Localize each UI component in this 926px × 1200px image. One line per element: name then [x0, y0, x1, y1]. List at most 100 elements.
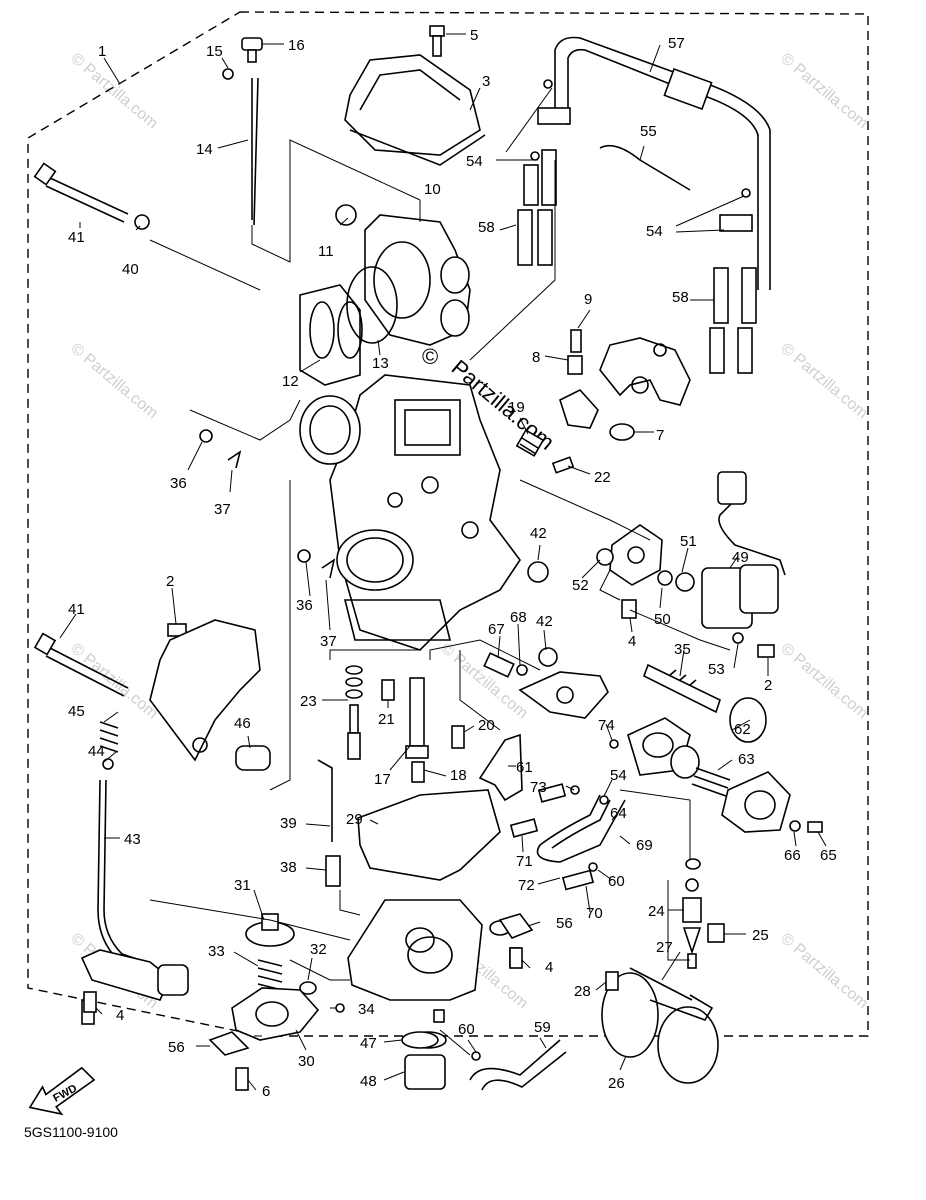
part-pin-37a: [227, 450, 242, 469]
part-float-gasket: [357, 789, 501, 881]
callout-21: 21: [378, 711, 395, 728]
watermark: © Partzilla.com: [437, 640, 531, 722]
callout-11: 11: [318, 243, 334, 260]
callout-10: 10: [424, 181, 441, 198]
callout-64: 64: [610, 805, 627, 822]
callout-29: 29: [346, 811, 363, 828]
part-gasket-56: [498, 913, 534, 939]
callout-74: 74: [598, 717, 615, 734]
callout-37: 37: [320, 633, 337, 650]
callout-27: 27: [656, 939, 673, 956]
callout-30: 30: [298, 1053, 315, 1070]
callout-58: 58: [478, 219, 495, 236]
part-bracket: [559, 329, 691, 441]
part-drain-hose-b: [481, 1051, 567, 1091]
callout-42: 42: [536, 613, 553, 630]
part-diaphragm-cover: [609, 717, 823, 833]
callout-17: 17: [374, 771, 391, 788]
callout-9: 9: [584, 291, 592, 308]
callout-36: 36: [296, 597, 313, 614]
callout-40: 40: [122, 261, 139, 278]
callout-61: 61: [516, 759, 533, 776]
callout-56: 56: [168, 1039, 185, 1056]
part-screw-38: [325, 855, 341, 887]
part-screw-2-right: [757, 644, 775, 658]
part-throttle-sensor: [657, 471, 786, 629]
callout-41: 41: [68, 229, 85, 246]
part-washer-53: [732, 632, 744, 644]
callout-28: 28: [574, 983, 591, 1000]
callout-60: 60: [608, 873, 625, 890]
callout-66: 66: [784, 847, 801, 864]
callout-59: 59: [534, 1019, 551, 1036]
part-carb-body: [299, 374, 521, 651]
callout-35: 35: [674, 641, 691, 658]
callout-24: 24: [648, 903, 665, 920]
watermark: © Partzilla.com: [777, 50, 871, 132]
part-screw-4b: [509, 947, 523, 969]
part-washer-36b: [297, 549, 311, 563]
diagram-code: 5GS1100-9100: [24, 1124, 118, 1140]
callout-1: 1: [98, 43, 106, 60]
callout-26: 26: [608, 1075, 625, 1092]
part-accelerator-pump: [208, 913, 345, 1091]
callout-43: 43: [124, 831, 141, 848]
leader-lines: [59, 33, 827, 1091]
part-plunger-35: [643, 663, 767, 743]
assembly-links: [149, 139, 731, 1056]
callout-53: 53: [708, 661, 725, 678]
callout-67: 67: [488, 621, 505, 638]
callout-48: 48: [360, 1073, 377, 1090]
callout-numbers: 1 2 2 3 4 4 4 4 5 6 7 8 9 10 11 12 13 14…: [68, 27, 837, 1100]
part-hose-cluster: [478, 733, 626, 891]
callout-62: 62: [734, 721, 751, 738]
callout-22: 22: [594, 469, 611, 486]
callout-68: 68: [510, 609, 527, 626]
center-copyright: ©: [422, 344, 438, 369]
callout-69: 69: [636, 837, 653, 854]
callout-55: 55: [640, 123, 657, 140]
callout-60: 60: [458, 1021, 475, 1038]
callout-42: 42: [530, 525, 547, 542]
part-pilot-jets: [682, 858, 725, 969]
part-throttle-cable: [80, 721, 189, 1025]
part-lever: [483, 652, 609, 719]
callout-57: 57: [668, 35, 685, 52]
callout-2: 2: [764, 677, 772, 694]
part-nut-42b: [538, 647, 558, 667]
callout-54: 54: [610, 767, 627, 784]
part-screw-5: [429, 25, 445, 57]
part-vent-hose: [554, 36, 771, 290]
callout-47: 47: [360, 1035, 377, 1052]
callout-51: 51: [680, 533, 697, 550]
callout-5: 5: [470, 27, 478, 44]
callout-33: 33: [208, 943, 225, 960]
part-main-jets: [345, 665, 465, 783]
part-upper-body: [299, 204, 471, 386]
callout-56: 56: [556, 915, 573, 932]
watermark: © Partzilla.com: [777, 340, 871, 422]
callout-45: 45: [68, 703, 85, 720]
watermark: © Partzilla.com: [777, 930, 871, 1012]
callout-71: 71: [516, 853, 533, 870]
part-screw-22: [551, 456, 575, 474]
callout-6: 6: [262, 1083, 270, 1100]
part-hoses-58: [517, 149, 757, 374]
part-rod-39: [317, 759, 333, 842]
part-pin-37b: [321, 558, 336, 579]
part-screw-4c: [83, 991, 97, 1013]
callout-41: 41: [68, 601, 85, 618]
callout-2: 2: [166, 573, 174, 590]
callout-52: 52: [572, 577, 589, 594]
part-float-bowl: [347, 899, 521, 1090]
callout-70: 70: [586, 905, 603, 922]
watermark: © Partzilla.com: [67, 340, 161, 422]
part-clip-55: [599, 144, 691, 191]
callout-14: 14: [196, 141, 213, 158]
callout-7: 7: [656, 427, 664, 444]
callout-4: 4: [545, 959, 553, 976]
callout-15: 15: [206, 43, 223, 60]
callout-39: 39: [280, 815, 297, 832]
callout-36: 36: [170, 475, 187, 492]
